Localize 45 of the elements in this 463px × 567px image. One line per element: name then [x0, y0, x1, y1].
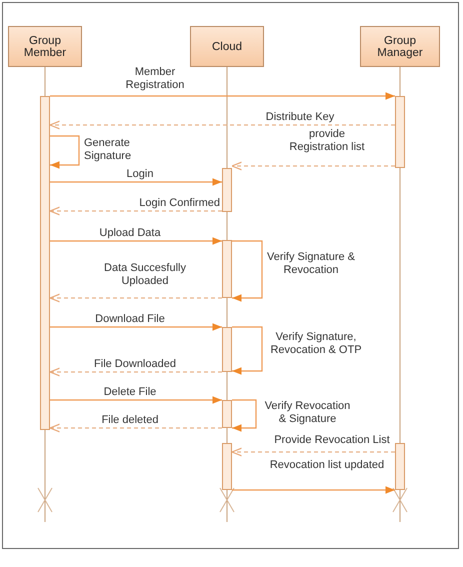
message-arrow: [50, 135, 80, 169]
activation-bar: [395, 443, 405, 490]
message-arrow: [232, 326, 263, 375]
activation-bar: [222, 327, 232, 372]
message-arrow: [232, 240, 263, 302]
activation-bar: [222, 168, 232, 212]
message-arrow: [50, 178, 222, 186]
message-label: Revocation list updated: [268, 459, 386, 472]
message-arrow: [50, 396, 222, 404]
message-label: Member Registration: [124, 66, 186, 92]
message-arrow: [232, 399, 257, 432]
message-arrow: [50, 237, 222, 245]
return-message-arrow: [49, 206, 222, 216]
message-label: Data Succesfully Uploaded: [103, 262, 187, 288]
return-message-arrow: [49, 424, 222, 432]
message-label: Verify Signature & Revocation: [266, 251, 356, 277]
activation-bar: [222, 443, 232, 490]
message-label: Verify Revocation & Signature: [264, 400, 352, 426]
lifeline-header: Group Manager: [360, 26, 440, 67]
message-label: Upload Data: [98, 227, 162, 240]
message-label: Generate Signature: [84, 137, 132, 163]
message-label: File deleted: [100, 414, 160, 427]
message-label: Distribute Key: [264, 111, 336, 124]
message-label: File Downloaded: [93, 358, 177, 371]
message-label: Download File: [94, 313, 166, 326]
message-label: provide Registration list: [288, 128, 366, 154]
message-label: Login Confirmed: [138, 197, 220, 210]
message-arrow: [50, 92, 395, 100]
message-arrow: [232, 486, 395, 494]
lifeline-header: Cloud: [190, 26, 264, 67]
return-message-arrow: [231, 162, 395, 170]
return-message-arrow: [49, 120, 395, 130]
activation-bar: [395, 96, 405, 168]
message-label: Login: [126, 168, 154, 181]
lifeline-header: Group Member: [8, 26, 82, 67]
return-message-arrow: [231, 448, 395, 456]
return-message-arrow: [49, 368, 222, 376]
message-arrow: [50, 323, 222, 331]
activation-bar: [222, 400, 232, 428]
return-message-arrow: [49, 294, 222, 302]
activation-bar: [222, 240, 232, 298]
message-label: Verify Signature, Revocation & OTP: [269, 331, 363, 357]
message-label: Delete File: [102, 386, 158, 399]
message-label: Provide Revocation List: [273, 434, 391, 447]
activation-bar: [40, 96, 50, 430]
